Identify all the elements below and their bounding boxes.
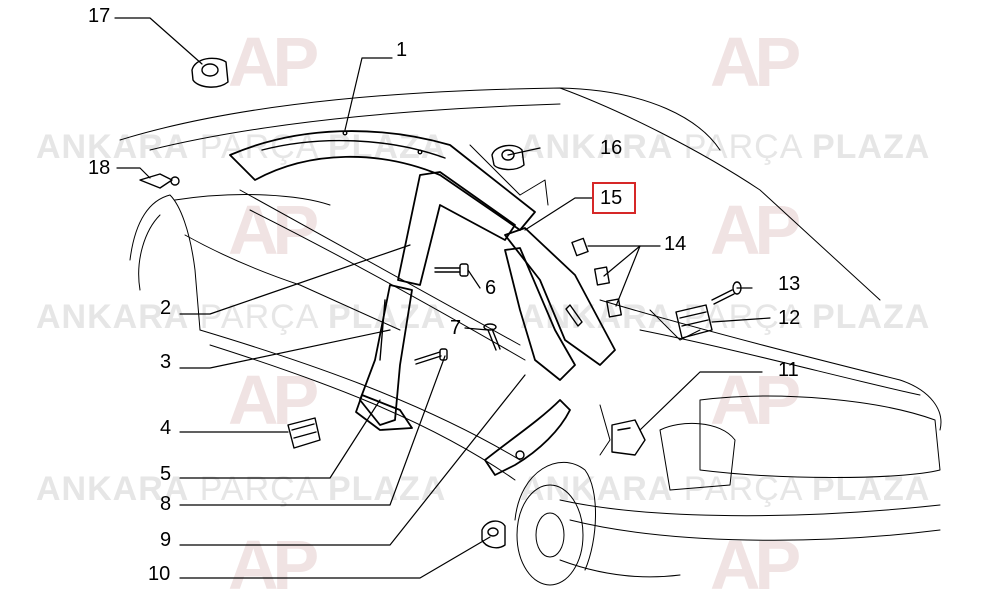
part-17-clip[interactable] [191,57,229,88]
callout-15: 15 [600,187,623,209]
callout-7: 7 [450,317,462,339]
part-5-pillar-foot[interactable] [355,394,413,431]
callout-16: 16 [600,137,623,159]
part-8-wheel-arch-bracket[interactable] [484,399,571,476]
callout-17: 17 [88,5,111,27]
part-10-clip[interactable] [481,520,506,549]
part-8-hole [515,450,525,460]
watermark-text: ANKARA PARÇA PLAZA [520,128,931,166]
watermark-text: ANKARA PARÇA PLAZA [520,298,931,336]
callout-4: 4 [160,417,172,439]
car-body-outline [119,87,942,586]
watermark-text: ANKARA PARÇA PLAZA [36,298,447,336]
watermark-logo: AP [710,23,801,101]
part-8-screw[interactable] [414,348,448,365]
callout-6: 6 [485,277,497,299]
part-4-clip[interactable] [287,417,321,449]
part-15-slot [565,304,583,327]
part-1-inner-edge [261,139,446,159]
watermark-logo: AP [228,23,319,101]
part-1-hole [342,130,348,136]
watermark-logo: AP [710,191,801,269]
part-18-push-pin[interactable] [139,173,180,189]
part-2-b-pillar-upper[interactable] [397,171,516,286]
part-16-clip[interactable] [491,144,525,171]
part-12-clip[interactable] [675,304,713,339]
part-3-detail [379,299,386,361]
part-1-roof-rail-trim[interactable] [229,130,536,231]
callout-9: 9 [160,529,172,551]
part-13-screw[interactable] [711,281,742,305]
part-14-clips[interactable] [571,237,622,318]
callout-14: 14 [664,233,687,255]
callout-11: 11 [778,359,799,381]
callout-2: 2 [160,297,172,319]
watermark-logo: AP [228,526,319,604]
part-1-hole [417,149,423,155]
callout-12: 12 [778,307,801,329]
part-15-c-pillar-trim[interactable] [504,227,616,366]
leader-lines [114,17,771,579]
callout-18: 18 [88,157,111,179]
part-11-bracket[interactable] [611,419,646,456]
callout-10: 10 [148,563,171,585]
callout-13: 13 [778,273,801,295]
callout-3: 3 [160,351,172,373]
callout-8: 8 [160,493,172,515]
part-7-screw[interactable] [483,323,501,351]
part-9-quarter-lower[interactable] [504,247,576,381]
callout-1: 1 [396,39,408,61]
watermark-logo: AP [228,191,319,269]
highlight-box-part-15 [592,182,636,214]
part-6-screw[interactable] [434,263,469,277]
callout-5: 5 [160,463,172,485]
watermark-text: ANKARA PARÇA PLAZA [520,470,931,508]
watermark-logo: AP [710,361,801,439]
watermark-text: ANKARA PARÇA PLAZA [36,470,447,508]
part-3-b-pillar-lower[interactable] [359,284,413,426]
